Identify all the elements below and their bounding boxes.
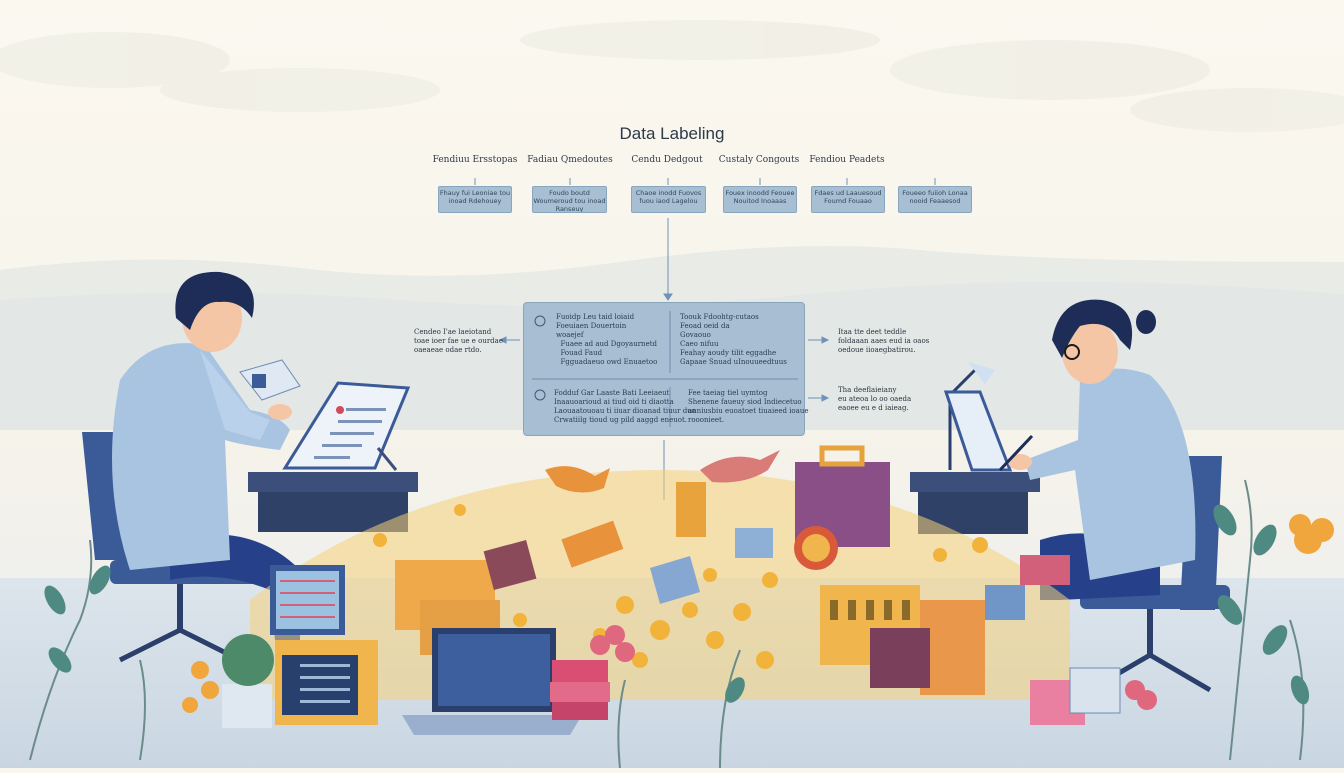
object-pile <box>182 445 1334 735</box>
column-header: Fendiou Peadets <box>809 155 885 165</box>
label-box: Fhauy fui Leoniae tou inoad Rdehouey <box>438 186 512 213</box>
left-laptop <box>282 381 411 471</box>
side-note-right-top: Itaa tte deet teddle foldaaan aaes eud i… <box>838 328 930 354</box>
panel-dividers <box>532 311 798 427</box>
side-note-left: Cendeo I'ae laeiotand toae ioer fae ue e… <box>414 328 503 354</box>
clouds <box>0 20 1344 132</box>
panel-quadrant-top-right: Toouk Fdoohtg-cutaos Feoad oeid da Govao… <box>680 313 787 366</box>
column-header: Fadiau Qmedoutes <box>527 155 613 165</box>
column-header: Fendiuu Ersstopas <box>432 155 518 165</box>
label-box: Fdaes ud Laauesoud Foumd Fouaao <box>811 186 885 213</box>
column-header: Cendu Dedgout <box>631 155 703 165</box>
diagram-title: Data Labeling <box>619 124 725 143</box>
left-worker <box>82 271 301 663</box>
label-box: Foueeo fuiioh Lonaa nooid Feaaesod <box>898 186 972 213</box>
side-note-right-bottom: Tha deeflaieiany eu ateoa lo oo oaeda ea… <box>838 386 912 412</box>
label-box: Foudo boutd Woumeroud tou inoad Ranseuy <box>532 186 607 213</box>
column-header: Custaly Congouts <box>718 155 800 165</box>
panel-quadrant-bottom-right: Fee taeiag tiel uymtog Shenene faueuy si… <box>688 389 809 424</box>
label-box: Fouex inoodd Feouee Nouitod Inoaaas <box>723 186 797 213</box>
panel-quadrant-bottom-left: Fodduf Gar Laaste Bati Leeiaeut Inaauoar… <box>554 389 696 424</box>
panel-quadrant-top-left: Fuoidp Leu taid loiaid Foeuiaen Douertoi… <box>556 313 658 366</box>
label-box: Chaoe inodd Fuovos fuou iaod Lagelou <box>631 186 706 213</box>
right-desk <box>910 362 1040 534</box>
leaves <box>44 504 1310 705</box>
central-panel: Fuoidp Leu taid loiaid Foeuiaen Douertoi… <box>523 302 809 436</box>
